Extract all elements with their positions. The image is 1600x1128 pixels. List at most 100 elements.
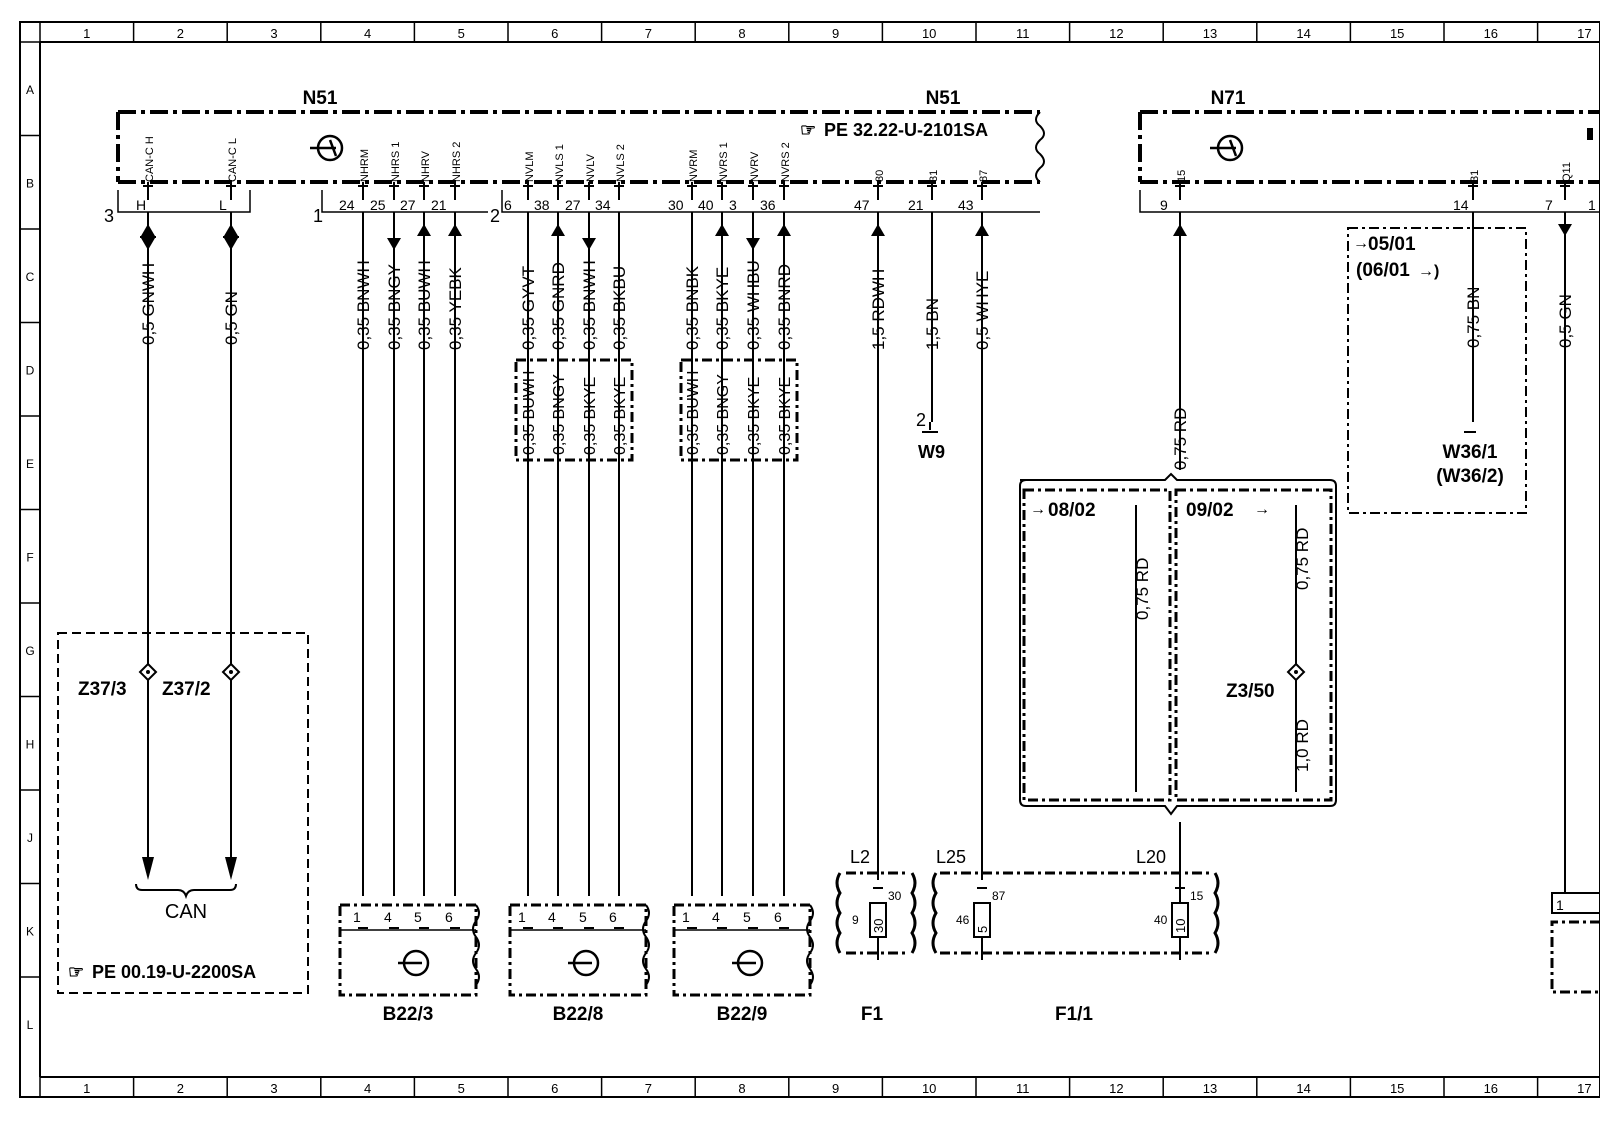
grid-col-label: 8 bbox=[738, 26, 745, 41]
grid-col-label: 4 bbox=[364, 1081, 371, 1096]
n51-label-left: N51 bbox=[303, 88, 338, 109]
fuse-top-pin: 15 bbox=[1190, 889, 1204, 903]
fuse-top-pin: 30 bbox=[888, 889, 902, 903]
wire-label: 0,35 BUWH bbox=[415, 260, 434, 350]
wire-label: 0,5 GN bbox=[1556, 294, 1575, 348]
variant-05-arrow: → bbox=[1353, 235, 1369, 252]
n51-pin-name: NVRS 1 bbox=[718, 142, 730, 182]
grid-col-label: 7 bbox=[645, 26, 652, 41]
grid-col-label: 2 bbox=[177, 1081, 184, 1096]
grid-col-label: 17 bbox=[1577, 1081, 1591, 1096]
sensor-pin-number: 1 bbox=[682, 909, 690, 925]
grid-col-label: 1 bbox=[83, 1081, 90, 1096]
grid-row-label: K bbox=[26, 924, 34, 938]
right-edge-pin: 1 bbox=[1556, 897, 1564, 913]
signal-arrow-icon bbox=[224, 224, 238, 236]
wire-label: 0,75 BN bbox=[1464, 287, 1483, 348]
connector-2-label: 2 bbox=[490, 206, 500, 226]
signal-arrow-icon bbox=[746, 238, 760, 250]
fuse-side-pin: 40 bbox=[1154, 913, 1168, 927]
wire-label: 0,35 GNRD bbox=[549, 262, 568, 350]
n51-pin-number: 36 bbox=[760, 197, 776, 213]
variant-06-arrow: →) bbox=[1418, 263, 1439, 280]
variant-09-arrow: → bbox=[1254, 501, 1270, 518]
wire-label: 0,35 BNBK bbox=[683, 265, 702, 350]
sensor-pin-number: 4 bbox=[712, 909, 720, 925]
n51-pin-number: 30 bbox=[668, 197, 684, 213]
fuse-side-pin: 9 bbox=[852, 913, 859, 927]
fuse-f1-label: F1 bbox=[861, 1004, 884, 1025]
control-unit-icon bbox=[1210, 134, 1244, 162]
sensor-pin-number: 6 bbox=[774, 909, 782, 925]
grid-col-label: 10 bbox=[922, 26, 936, 41]
w36-2-label: (W36/2) bbox=[1436, 466, 1504, 487]
sensor-label: B22/9 bbox=[717, 1004, 768, 1025]
grid-row-label: D bbox=[26, 363, 35, 377]
connector-2-strip bbox=[501, 190, 1040, 213]
fuse-number: 10 bbox=[1173, 919, 1188, 933]
fuse-l2-label: L2 bbox=[850, 847, 870, 867]
grid-row-label: F bbox=[26, 550, 33, 564]
grid-col-label: 6 bbox=[551, 1081, 558, 1096]
n51-break-right bbox=[1035, 111, 1045, 183]
wire-label: 1,5 BN bbox=[923, 298, 942, 350]
n51-pin-name: NHRV bbox=[420, 150, 432, 182]
fuse-l25-label: L25 bbox=[936, 847, 966, 867]
n71-module-box bbox=[1138, 110, 1600, 184]
sensor-box bbox=[508, 903, 648, 997]
variant-09-box bbox=[1174, 488, 1333, 802]
connector-3-label: 3 bbox=[104, 206, 114, 226]
alt-wire-label: 0,35 BKYE bbox=[612, 377, 629, 455]
wire-label: 0,35 YEBK bbox=[446, 266, 465, 350]
n51-pin-number: 21 bbox=[908, 197, 924, 213]
n71-pin-name: 31 bbox=[1469, 170, 1481, 182]
grid-col-label: 16 bbox=[1484, 1081, 1498, 1096]
n51-pin-number: L bbox=[219, 197, 227, 213]
signal-arrow-icon bbox=[871, 224, 885, 236]
n51-pin-number: 3 bbox=[729, 197, 737, 213]
z37-2-node bbox=[221, 662, 241, 682]
n71-pin-name: Q11 bbox=[1561, 162, 1573, 182]
alt-wire-label: 0,35 BUWH bbox=[521, 371, 538, 455]
sensor-pin-number: 1 bbox=[353, 909, 361, 925]
wire-label: 0,5 GNWH bbox=[139, 263, 158, 345]
grid-col-label: 5 bbox=[458, 1081, 465, 1096]
n51-pin-number: 21 bbox=[431, 197, 447, 213]
n51-pin-number: 38 bbox=[534, 197, 550, 213]
n51-pin-name: NVLS 2 bbox=[615, 144, 627, 182]
grid-col-label: 9 bbox=[832, 1081, 839, 1096]
n51-pin-name: CAN-C H bbox=[144, 136, 156, 182]
sensor-pin-number: 5 bbox=[743, 909, 751, 925]
wire-label: 0,5 GN bbox=[222, 291, 241, 345]
n51-pin-number: 47 bbox=[854, 197, 870, 213]
can-box bbox=[57, 632, 309, 994]
sensor-pin-number: 4 bbox=[384, 909, 392, 925]
sensor-pin-number: 1 bbox=[518, 909, 526, 925]
grid-col-label: 10 bbox=[922, 1081, 936, 1096]
n71-edge-mark bbox=[1587, 128, 1593, 140]
grid-col-label: 17 bbox=[1577, 26, 1591, 41]
n51-pin-name: NHRS 2 bbox=[451, 142, 463, 182]
grid-col-label: 12 bbox=[1109, 26, 1123, 41]
variant-09-wire-top-label: 0,75 RD bbox=[1293, 528, 1312, 590]
n51-pin-name: NVLS 1 bbox=[554, 144, 566, 182]
wire-label: 0,35 GYVT bbox=[519, 266, 538, 350]
fuse-box bbox=[835, 871, 1220, 955]
n51-pin-number: 24 bbox=[339, 197, 355, 213]
n51-pin-name: 31 bbox=[928, 170, 940, 182]
sensor-pin-number: 4 bbox=[548, 909, 556, 925]
alt-wire-label: 0,35 BKYE bbox=[777, 377, 794, 455]
variant-08-wire-label: 0,75 RD bbox=[1133, 558, 1152, 620]
variant-05-box bbox=[1347, 227, 1527, 514]
w9-label: W9 bbox=[918, 442, 945, 462]
grid-col-label: 9 bbox=[832, 26, 839, 41]
grid-col-label: 7 bbox=[645, 1081, 652, 1096]
grid-col-label: 6 bbox=[551, 26, 558, 41]
alt-wire-label: 0,35 BNGY bbox=[551, 374, 568, 455]
n71-pin-number: 9 bbox=[1160, 197, 1168, 213]
w36-1-label: W36/1 bbox=[1443, 442, 1498, 463]
wire-label: 0,35 BKBU bbox=[610, 266, 629, 350]
